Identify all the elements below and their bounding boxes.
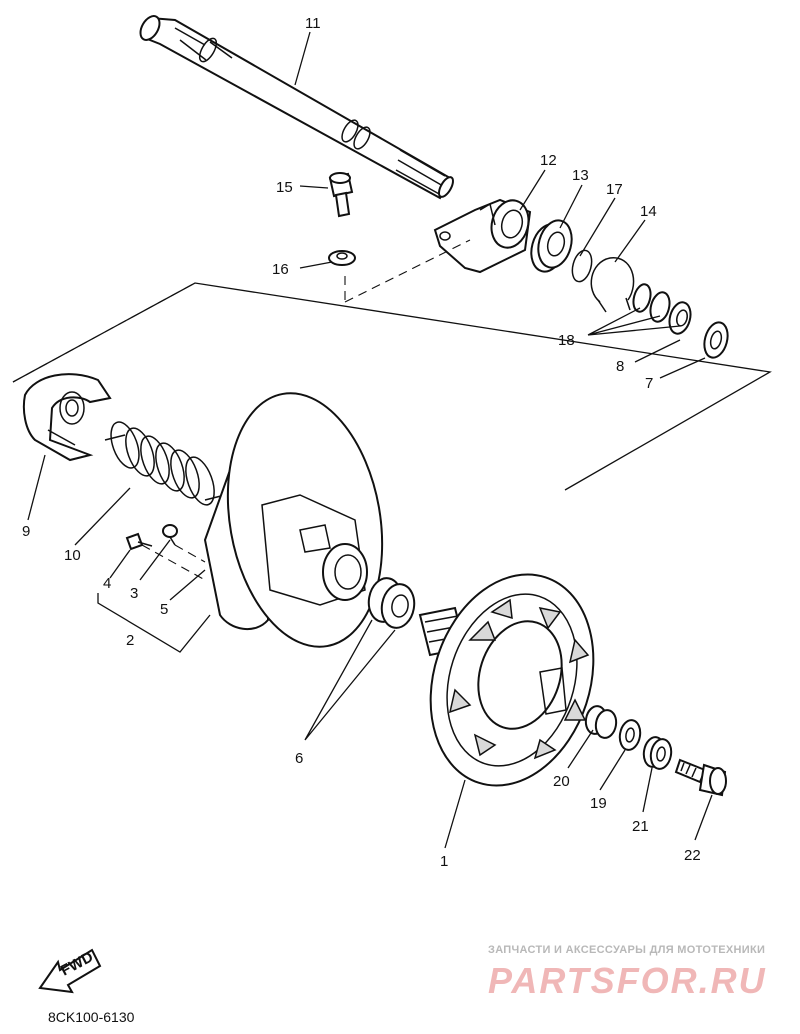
watermark: ЗАПЧАСТИ И АКСЕССУАРЫ ДЛЯ МОТОТЕХНИКИ PA… (488, 944, 767, 1001)
shaft-part-11 (139, 15, 454, 200)
cam-part-9 (22, 373, 112, 462)
screws-part-3-4-5 (125, 524, 206, 581)
bolt-part-15 (328, 172, 354, 218)
movable-sheave-part-2 (203, 392, 384, 648)
spacers-part-18 (632, 283, 692, 335)
clip-part-17 (571, 249, 593, 283)
bearing-housing-part-12 (433, 198, 532, 274)
callout-12: 12 (540, 152, 557, 169)
diagram-code: 8CK100-6130 (48, 1009, 135, 1025)
callout-labels: 11 15 16 12 13 17 14 18 8 7 9 10 4 3 5 2… (22, 15, 701, 870)
spring-part-10 (104, 421, 226, 506)
bushing-part-6 (367, 577, 416, 629)
washer-part-21 (642, 736, 673, 770)
callout-15: 15 (276, 179, 293, 196)
callout-17: 17 (606, 181, 623, 198)
callout-11: 11 (305, 15, 321, 32)
nut-part-16 (328, 250, 356, 266)
circlip-part-14 (590, 257, 635, 313)
callout-16: 16 (272, 261, 289, 278)
watermark-top-text: ЗАПЧАСТИ И АКСЕССУАРЫ ДЛЯ МОТОТЕХНИКИ (488, 944, 765, 956)
callout-1: 1 (440, 853, 448, 870)
fwd-arrow-icon: FWD (38, 948, 102, 994)
callout-14: 14 (640, 203, 657, 220)
watermark-logo: PARTSFOR.RU (488, 960, 767, 1001)
fixed-sheave-part-1 (418, 573, 595, 787)
callout-6: 6 (295, 750, 303, 767)
washer-part-19 (618, 719, 642, 751)
callout-20: 20 (553, 773, 570, 790)
collar-part-20 (584, 705, 618, 739)
callout-9: 9 (22, 523, 30, 540)
callout-18: 18 (558, 332, 575, 349)
callout-22: 22 (684, 847, 701, 864)
washer-part-7 (703, 321, 729, 359)
callout-10: 10 (64, 547, 81, 564)
bolt-part-22 (674, 758, 727, 797)
bearing-part-13 (530, 219, 573, 273)
callout-13: 13 (572, 167, 589, 184)
assembly-outline (12, 239, 772, 491)
callout-2: 2 (126, 632, 134, 649)
callout-7: 7 (645, 375, 653, 392)
callout-8: 8 (616, 358, 624, 375)
leader-lines (27, 31, 713, 849)
callout-5: 5 (160, 601, 168, 618)
callout-21: 21 (632, 818, 649, 835)
callout-3: 3 (130, 585, 138, 602)
callout-4: 4 (103, 575, 111, 592)
callout-19: 19 (590, 795, 607, 812)
